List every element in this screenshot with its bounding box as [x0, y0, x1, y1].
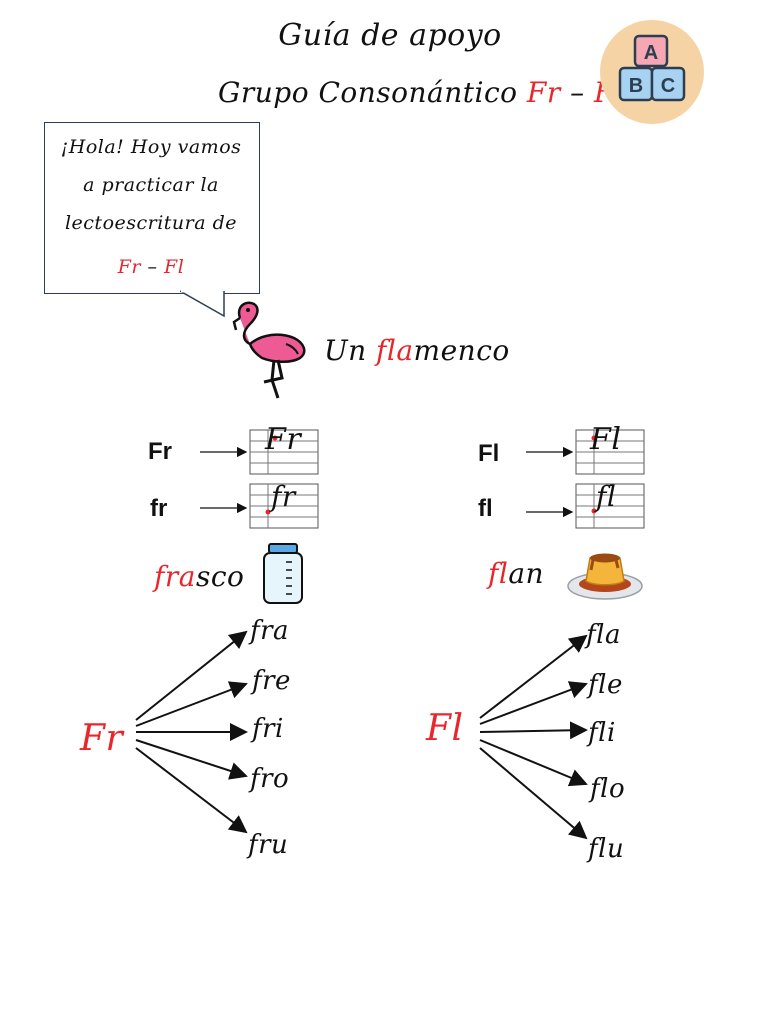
- abc-blocks-icon: A B C: [600, 20, 704, 124]
- word-flan: flan: [488, 557, 544, 590]
- flan-icon: [567, 553, 643, 600]
- bubble-fr: Fr: [117, 256, 141, 278]
- flamingo-caption: Un flamenco: [324, 334, 510, 367]
- jar-icon: [263, 543, 303, 604]
- speech-bubble: [44, 122, 260, 294]
- cursive-fr-upper: Fr: [265, 422, 302, 457]
- word-frasco: frasco: [154, 560, 244, 593]
- bubble-line-3: lectoescritura de: [64, 212, 238, 234]
- syllable-fle: fle: [588, 670, 623, 700]
- caption-suffix: menco: [413, 334, 510, 367]
- subtitle-prefix: Grupo Consonántico: [218, 76, 518, 109]
- cursive-fl-lower: fl: [596, 480, 617, 513]
- bubble-line-2: a practicar la: [83, 174, 219, 196]
- bubble-line-4: Fr – Fl: [44, 248, 258, 286]
- syllable-fra: fra: [250, 616, 290, 646]
- label-fl-lower: fl: [478, 495, 493, 522]
- caption-prefix: Un: [324, 334, 377, 367]
- speech-bubble-tail: [180, 290, 225, 318]
- block-letter-c: C: [661, 75, 675, 97]
- syllable-flu: flu: [588, 834, 625, 864]
- syllable-root-fr: Fr: [80, 718, 124, 759]
- bubble-fl: Fl: [164, 256, 185, 278]
- practice-grid-right: [526, 429, 645, 529]
- word-frasco-highlight: fra: [154, 560, 196, 593]
- caption-highlight: fla: [376, 334, 414, 367]
- label-fl-upper: Fl: [478, 440, 500, 467]
- syllable-root-fl: Fl: [426, 708, 464, 749]
- syllable-arrows-left: [135, 630, 248, 834]
- syllable-fli: fli: [588, 718, 616, 748]
- syllable-flo: flo: [590, 774, 626, 804]
- syllable-fla: fla: [586, 620, 621, 650]
- syllable-fro: fro: [250, 764, 290, 794]
- page-subtitle: Grupo Consonántico Fr – Fl: [218, 76, 623, 109]
- block-letter-b: B: [629, 75, 643, 97]
- label-fr-lower: fr: [150, 495, 168, 522]
- word-flan-highlight: fl: [488, 557, 509, 590]
- syllable-fru: fru: [248, 830, 289, 860]
- syllable-fri: fri: [252, 714, 284, 744]
- syllable-arrows-right: [479, 634, 588, 840]
- page-title: Guía de apoyo: [278, 18, 502, 53]
- word-frasco-rest: sco: [195, 560, 245, 593]
- block-letter-a: A: [644, 42, 658, 64]
- word-flan-rest: an: [508, 557, 545, 590]
- bubble-dash: –: [147, 256, 158, 278]
- cursive-fl-upper: Fl: [590, 422, 622, 457]
- subtitle-dash: –: [570, 76, 585, 109]
- flamingo-icon: [232, 301, 306, 399]
- label-fr-upper: Fr: [148, 438, 172, 465]
- syllable-fre: fre: [252, 666, 291, 696]
- subtitle-fr: Fr: [526, 76, 561, 109]
- cursive-fr-lower: fr: [271, 480, 296, 513]
- bubble-line-1: ¡Hola! Hoy vamos: [60, 136, 242, 158]
- bubble-text: ¡Hola! Hoy vamos a practicar la lectoesc…: [44, 128, 258, 286]
- practice-grid-left: [200, 429, 319, 529]
